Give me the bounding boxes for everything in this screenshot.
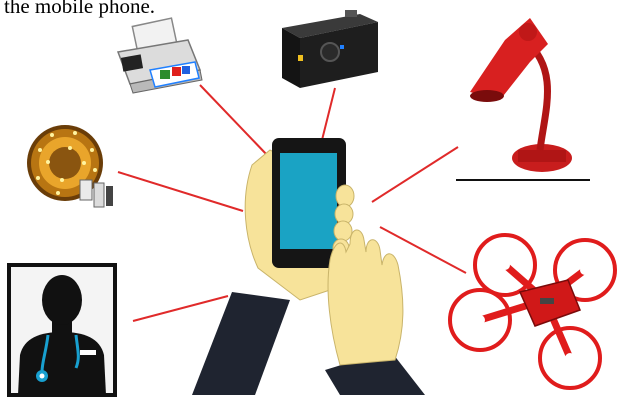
link-avatar (133, 296, 228, 321)
user-avatar-icon (9, 265, 115, 395)
string-lights-icon (27, 125, 113, 207)
drone-icon (450, 235, 615, 388)
projector-icon (282, 10, 378, 88)
link-lamp (372, 147, 458, 202)
link-string-lights (118, 172, 243, 211)
link-printer (200, 85, 268, 156)
desk-lamp-icon (456, 18, 590, 180)
link-projector (322, 88, 335, 140)
smartphone-hand-illustration (192, 138, 425, 395)
printer-icon (118, 18, 202, 93)
